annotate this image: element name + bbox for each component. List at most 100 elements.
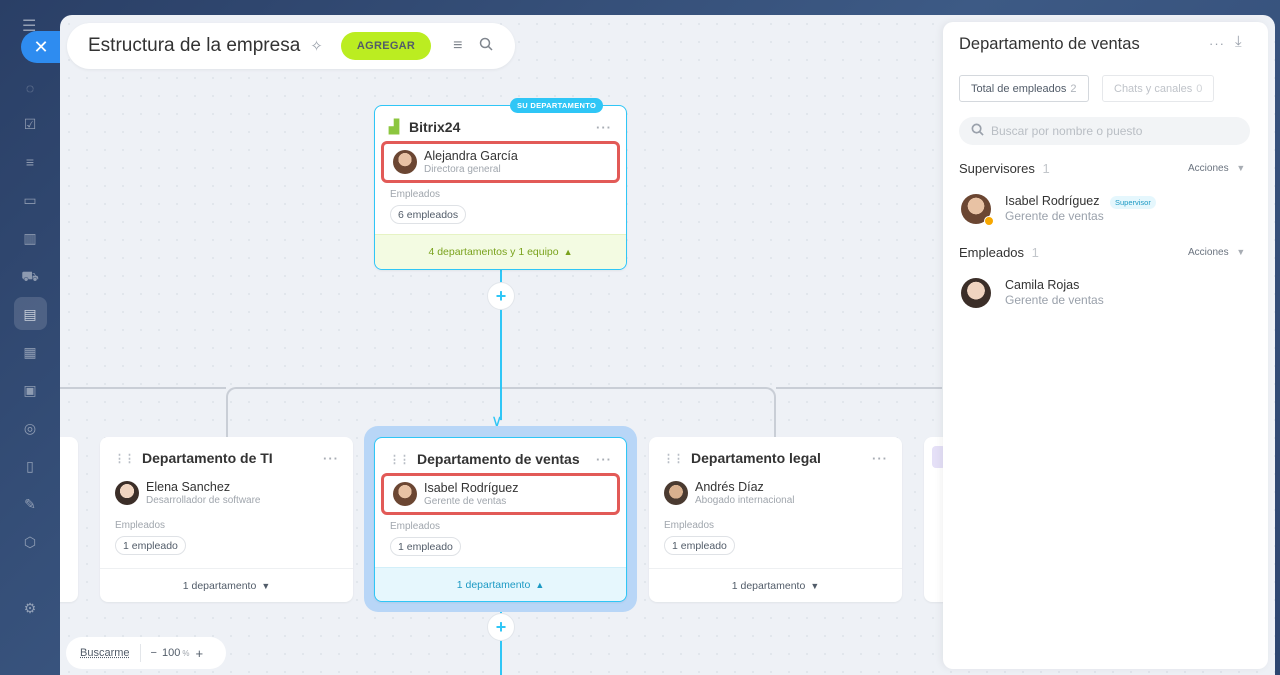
tab-count: 2	[1070, 82, 1077, 95]
page-title: Estructura de la empresa	[88, 35, 301, 56]
department-card-sales[interactable]: ⋮⋮ Departamento de ventas ··· Isabel Rod…	[374, 437, 627, 602]
tab-chats-channels[interactable]: Chats y canales 0	[1102, 75, 1215, 102]
footer-label: 1 departamento	[182, 579, 257, 592]
expand-subdepartments[interactable]: 1 departamento ▼	[649, 568, 902, 602]
pin-icon[interactable]: ✧	[310, 38, 323, 55]
close-slider-button[interactable]: ✕	[21, 31, 61, 63]
more-icon[interactable]: ···	[596, 119, 612, 135]
more-icon[interactable]: ···	[596, 451, 612, 467]
section-count: 1	[1031, 245, 1039, 260]
connector-line	[226, 387, 501, 437]
avatar	[115, 481, 139, 505]
avatar	[961, 194, 994, 226]
sign-icon[interactable]: ✎	[24, 495, 36, 512]
card-header: ⋮⋮ Departamento de ventas ···	[389, 451, 612, 467]
list-item[interactable]: Isabel Rodríguez Supervisor Gerente de v…	[961, 194, 1156, 226]
expand-subdepartments[interactable]: 4 departamentos y 1 equipo ▲	[375, 234, 626, 269]
card-header: ⋮⋮ Departamento de TI ···	[114, 450, 339, 466]
connector-line	[500, 270, 502, 380]
employees-count[interactable]: 6 empleados	[390, 205, 467, 224]
avatar	[961, 278, 991, 308]
employees-label: Empleados	[390, 189, 441, 200]
your-department-badge: SU DEPARTAMENTO	[510, 98, 604, 113]
chevron-up-icon: ▲	[563, 247, 573, 257]
chevron-down-icon: ▼	[810, 580, 820, 591]
company-icon[interactable]: ▤	[23, 305, 37, 322]
department-card-legal[interactable]: ⋮⋮ Departamento legal ··· Andrés Díaz Ab…	[649, 437, 902, 602]
arrow-down-icon: ∨	[491, 413, 503, 430]
chart-icon[interactable]: ▥	[23, 229, 37, 246]
tasks-icon[interactable]: ☑	[23, 115, 37, 132]
person-name: Andrés Díaz	[695, 479, 764, 494]
search-icon[interactable]	[479, 37, 493, 56]
department-head[interactable]: Isabel Rodríguez Gerente de ventas	[381, 473, 620, 515]
chat-icon[interactable]: ◌	[25, 80, 35, 96]
crown-icon	[984, 216, 994, 226]
menu-icon[interactable]: ≡	[453, 37, 463, 54]
search-icon	[971, 123, 984, 139]
department-card-root[interactable]: ▟ Bitrix24 ··· Alejandra García Director…	[374, 105, 627, 270]
expand-subdepartments[interactable]: 1 departamento ▼	[100, 568, 353, 602]
search-input[interactable]	[991, 124, 1231, 138]
chevron-down-icon: ▼	[1236, 247, 1246, 257]
drag-handle-icon[interactable]: ⋮⋮	[114, 452, 135, 465]
department-card-partial[interactable]	[60, 437, 78, 602]
inbox-icon[interactable]: ▭	[23, 191, 37, 208]
tab-total-employees[interactable]: Total de empleados 2	[959, 75, 1089, 102]
actions-label: Acciones	[1188, 247, 1229, 258]
person-name: Isabel Rodríguez	[1005, 194, 1100, 209]
more-icon[interactable]: ···	[323, 450, 339, 466]
filter-icon[interactable]: ≡	[25, 154, 35, 170]
employees-count[interactable]: 1 empleado	[115, 536, 186, 555]
section-employees: Empleados 1	[959, 245, 1039, 260]
drag-handle-icon[interactable]: ⋮⋮	[663, 452, 684, 465]
employees-count[interactable]: 1 empleado	[664, 536, 735, 555]
search-box	[959, 117, 1250, 145]
left-rail: ☰ ✕ ◌ ☑ ≡ ▭ ▥ ⛟ ▤ ▦ ▣ ◎ ▯ ✎ ⬡ ⚙	[0, 0, 61, 675]
add-department-button[interactable]: +	[487, 282, 515, 310]
zoom-bar: Buscarme − 100 % +	[66, 637, 226, 669]
drive-icon[interactable]: ▣	[23, 381, 37, 398]
cart-icon[interactable]: ⛟	[21, 267, 39, 284]
person-role: Gerente de ventas	[1005, 293, 1104, 308]
department-name: Departamento de TI	[142, 450, 273, 466]
document-icon[interactable]: ▯	[26, 457, 34, 474]
person-name: Alejandra García	[424, 148, 518, 163]
supervisors-actions[interactable]: Acciones ▼	[1188, 163, 1245, 174]
connector-line	[60, 387, 226, 389]
tab-count: 0	[1196, 82, 1203, 95]
department-head[interactable]: Andrés Díaz Abogado internacional	[655, 472, 896, 514]
section-count: 1	[1042, 161, 1050, 176]
person-name: Isabel Rodríguez	[424, 480, 519, 495]
collapse-icon[interactable]: ⤓	[1235, 33, 1242, 50]
add-button[interactable]: AGREGAR	[340, 32, 432, 60]
panel-title: Departamento de ventas	[959, 35, 1140, 53]
drag-handle-icon[interactable]	[932, 446, 946, 468]
department-head[interactable]: Alejandra García Directora general	[381, 141, 620, 183]
zoom-value: 100	[161, 647, 181, 659]
expand-subdepartments[interactable]: 1 departamento ▲	[375, 567, 626, 601]
list-item[interactable]: Camila Rojas Gerente de ventas	[961, 278, 1104, 308]
calendar-icon[interactable]: ▦	[23, 343, 37, 360]
zoom-unit: %	[182, 648, 190, 658]
more-icon[interactable]: ···	[1209, 36, 1225, 51]
department-head[interactable]: Elena Sanchez Desarrollador de software	[106, 472, 347, 514]
settings-icon[interactable]: ⚙	[23, 599, 37, 616]
chevron-up-icon: ▲	[535, 579, 545, 590]
footer-label: 4 departamentos y 1 equipo	[428, 246, 559, 258]
goal-icon[interactable]: ◎	[23, 419, 37, 436]
employees-count[interactable]: 1 empleado	[390, 537, 461, 556]
find-me-button[interactable]: Buscarme	[80, 647, 130, 659]
employees-actions[interactable]: Acciones ▼	[1188, 247, 1245, 258]
box-icon[interactable]: ⬡	[23, 533, 37, 550]
building-icon: ▟	[389, 119, 399, 134]
add-department-button[interactable]: +	[487, 613, 515, 641]
card-header: ▟ Bitrix24 ···	[389, 119, 612, 135]
department-detail-panel: Departamento de ventas ··· ⤓ Total de em…	[943, 22, 1268, 669]
more-icon[interactable]: ···	[872, 450, 888, 466]
menu-icon[interactable]: ☰	[22, 18, 37, 35]
zoom-in-button[interactable]: +	[195, 645, 204, 661]
department-card-it[interactable]: ⋮⋮ Departamento de TI ··· Elena Sanchez …	[100, 437, 353, 602]
drag-handle-icon[interactable]: ⋮⋮	[389, 453, 410, 466]
zoom-out-button[interactable]: −	[150, 647, 157, 659]
